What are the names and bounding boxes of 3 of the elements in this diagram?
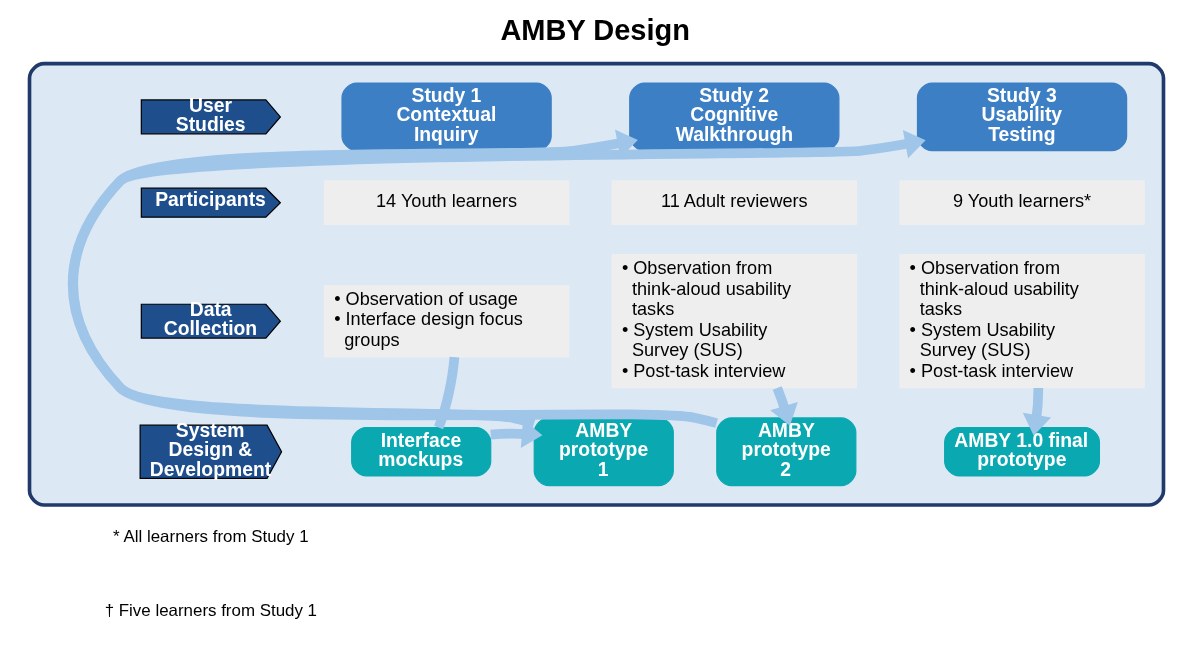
diagram-title: AMBY Design [499, 13, 690, 46]
label: * All learners from Study 1 [112, 527, 309, 547]
label: † Five learners from Study 1 [104, 600, 317, 620]
